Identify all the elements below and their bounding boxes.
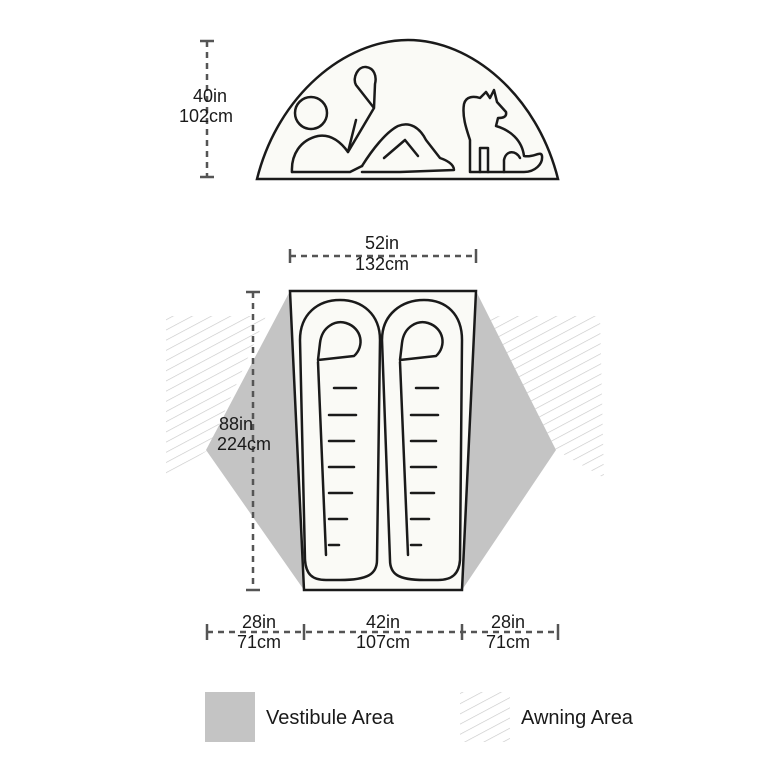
- top-width-metric-label: 132cm: [355, 254, 409, 274]
- sleeping-bag-left-icon: [298, 298, 382, 582]
- height-imperial-label: 40in: [193, 86, 227, 106]
- awning-area-right: [487, 316, 604, 478]
- length-imperial-label: 88in: [219, 414, 253, 434]
- vestibule-legend-label: Vestibule Area: [266, 707, 395, 729]
- bottom-dimension-line: [205, 624, 560, 640]
- person-icon: [290, 65, 456, 174]
- top-width-dimension-line: [288, 249, 478, 263]
- legend: Vestibule Area Awning Area: [205, 692, 634, 742]
- sleeping-bag-right-icon: [380, 298, 464, 582]
- side-view: 40in 102cm: [179, 38, 560, 181]
- height-dimension-line: [200, 39, 214, 179]
- height-metric-label: 102cm: [179, 106, 233, 126]
- dog-icon: [462, 88, 544, 174]
- awning-area-left: [166, 316, 266, 478]
- tent-floor-outline: [288, 289, 478, 592]
- floor-width-imperial-label: 42in: [366, 612, 400, 632]
- tent-dome-outline: [255, 38, 560, 181]
- length-metric-label: 224cm: [217, 434, 271, 454]
- left-vestibule-metric-label: 71cm: [237, 632, 281, 652]
- vestibule-area-left: [206, 291, 304, 590]
- awning-legend-label: Awning Area: [521, 707, 634, 729]
- floor-plan: 52in 132cm: [166, 233, 604, 652]
- right-vestibule-imperial-label: 28in: [491, 612, 525, 632]
- floor-width-metric-label: 107cm: [356, 632, 410, 652]
- awning-legend-swatch: [460, 692, 510, 742]
- vestibule-area-right: [462, 291, 556, 590]
- right-vestibule-metric-label: 71cm: [486, 632, 530, 652]
- top-width-imperial-label: 52in: [365, 233, 399, 253]
- vestibule-legend-swatch: [205, 692, 255, 742]
- length-dimension-line: [246, 290, 260, 592]
- left-vestibule-imperial-label: 28in: [242, 612, 276, 632]
